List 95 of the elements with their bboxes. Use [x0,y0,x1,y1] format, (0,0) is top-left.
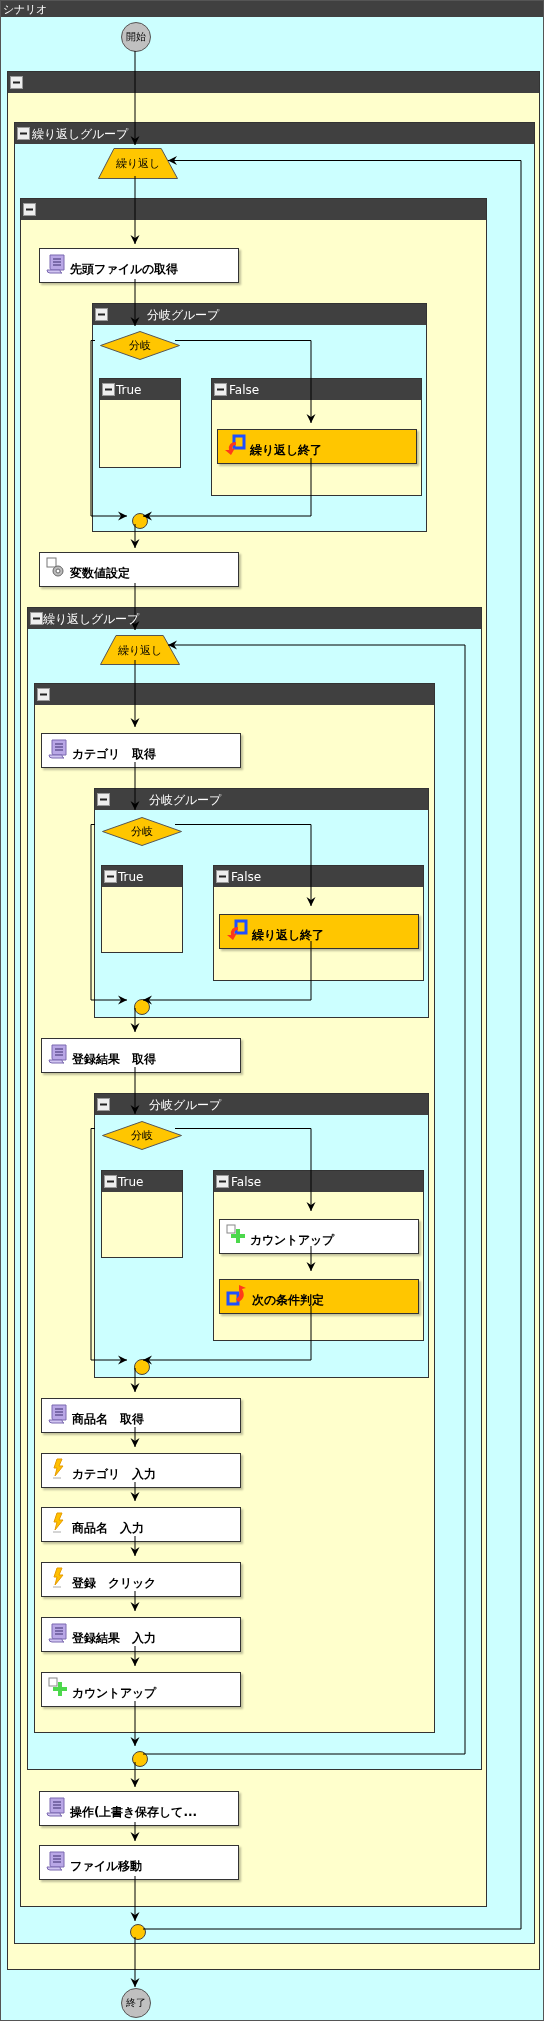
arrow [130,582,140,631]
arrow [142,640,466,1755]
arrow [130,1700,140,1747]
process-box [39,248,239,283]
group-panel [94,1093,429,1378]
step-label: カウントアップ [72,1686,156,1700]
arrow [130,1821,140,1842]
group-title: 繰り返しグループ [32,127,128,140]
arrow [130,175,140,245]
arrow [130,278,140,327]
arrow [142,940,312,1005]
arrow [142,1305,312,1365]
arrow [130,659,140,728]
group-title: False [231,1175,262,1188]
step-label: ファイル移動 [70,1859,142,1873]
process-box [219,1219,419,1254]
step-label: 商品名 取得 [72,1412,144,1426]
process-box [41,1453,241,1488]
step-label: 繰り返し終了 [250,443,322,457]
process-box [39,1845,239,1880]
arrow [130,1007,140,1033]
group-title: 繰り返しグループ [43,612,139,625]
group-panel [94,788,429,1018]
step-label: 商品名 入力 [72,1521,144,1535]
arrow [142,457,312,521]
step-label: 登録 クリック [72,1576,156,1590]
process-box [41,1617,241,1652]
group-title: False [231,870,262,883]
process-box [219,914,419,949]
group-panel [101,1170,183,1258]
arrow [130,1535,140,1557]
step-label: 操作(上書き保存して... [70,1805,198,1819]
arrow [130,1936,140,1988]
group-title: True [118,870,144,883]
terminal-label: 開始 [126,32,146,42]
loop-label: 繰り返し [116,158,160,169]
group-title: 分岐グループ [147,308,219,321]
group-panel [101,865,183,953]
group-panel [20,198,487,1907]
arrow [174,1128,316,1212]
arrow [130,1481,140,1502]
step-label: 変数値設定 [70,566,130,580]
process-box [41,1672,241,1707]
step-label: 先頭ファイルの取得 [70,262,178,276]
arrow [130,1066,140,1115]
arrow [130,50,140,146]
arrow [130,1367,140,1393]
decision-label: 分岐 [129,340,151,351]
step-label: カテゴリ 入力 [72,1467,156,1481]
step-label: カウントアップ [250,1233,334,1247]
decision-label: 分岐 [131,826,153,837]
arrow [130,523,140,549]
group-panel [213,865,424,981]
arrow [130,1761,140,1788]
arrow [130,1426,140,1448]
process-box [41,733,241,768]
frame-title: シナリオ [3,3,47,15]
group-panel [211,378,422,496]
group-panel [27,607,482,1770]
process-box [41,1038,241,1073]
step-label: 登録結果 入力 [72,1631,156,1645]
step-label: 繰り返し終了 [252,928,324,942]
process-box [41,1398,241,1433]
step-label: 次の条件判定 [252,1293,324,1307]
arrow [306,1245,316,1272]
arrow [130,761,140,811]
process-box [219,1279,419,1314]
group-title: True [116,383,142,396]
group-panel [213,1170,424,1341]
group-panel [99,378,181,468]
arrow [90,340,128,521]
group-title: True [118,1175,144,1188]
group-title: 分岐グループ [149,1098,221,1111]
step-label: カテゴリ 取得 [72,747,156,761]
arrow [174,340,316,424]
group-title: 分岐グループ [149,793,221,806]
process-box [41,1507,241,1542]
step-label: 登録結果 取得 [72,1052,156,1066]
arrow [90,1128,128,1365]
arrow [130,1590,140,1612]
arrow [130,1875,140,1922]
process-box [41,1562,241,1597]
terminal-label: 終了 [126,1998,146,2008]
group-panel [92,303,427,532]
process-box [217,429,417,464]
group-title: False [229,383,260,396]
arrow [90,824,128,1005]
arrow [142,156,522,1930]
group-panel [34,683,435,1733]
arrow [130,1645,140,1667]
process-box [39,552,239,587]
decision-label: 分岐 [131,1130,153,1141]
arrow [174,824,316,907]
process-box [39,1791,239,1826]
loop-label: 繰り返し [118,644,162,656]
